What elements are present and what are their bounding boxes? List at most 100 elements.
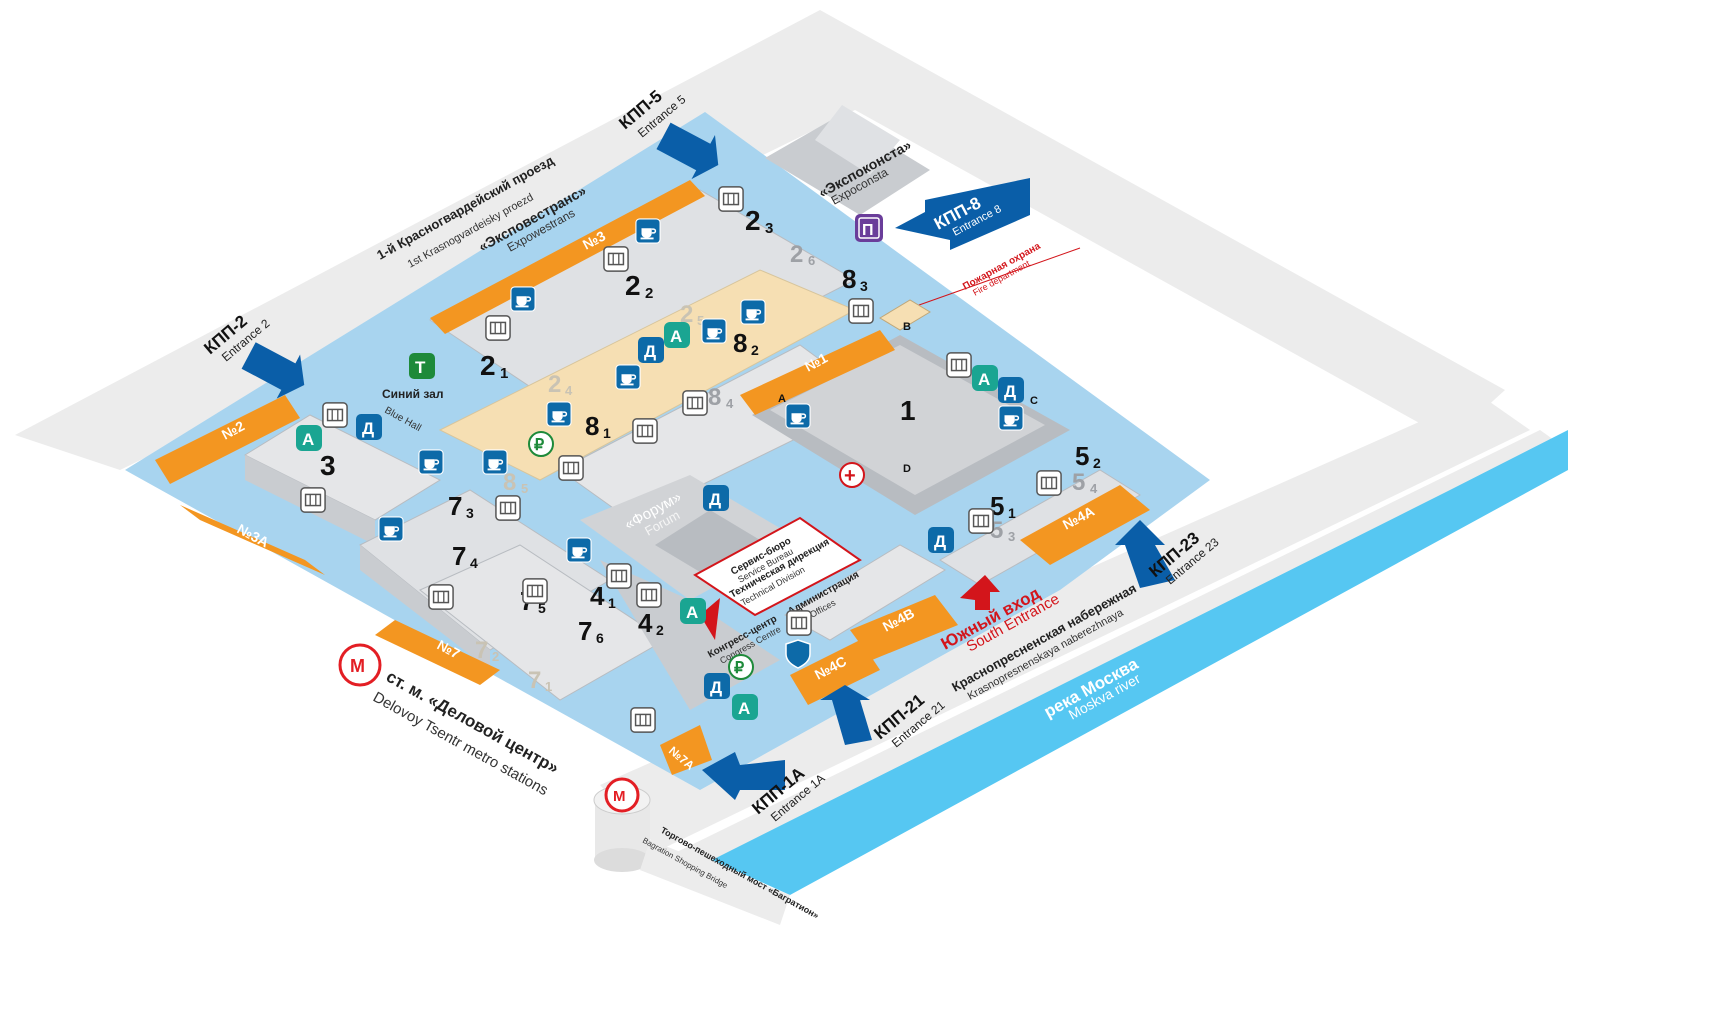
hall-4-2: 4 (638, 608, 653, 638)
hall-1-corner-a: A (778, 393, 786, 405)
service-icons: А А А А А Д Д Д Д Д Д Т П ₽ ₽ + (296, 214, 1024, 720)
hall-2-4: 2 (548, 371, 561, 398)
svg-text:₽: ₽ (734, 660, 744, 677)
blue-hall-label: Синий зал (382, 387, 443, 401)
river (712, 430, 1568, 895)
hall-2-5: 2 (680, 301, 693, 328)
svg-text:Д: Д (644, 342, 656, 361)
wc-icon (1036, 470, 1062, 496)
ruble-icon: ₽ (528, 431, 554, 457)
a-icon: А (296, 425, 322, 451)
hall-3: 3 (320, 450, 336, 481)
hall-8-4: 8 (708, 384, 721, 411)
hall-8-2-sub: 2 (751, 342, 759, 358)
cafe-icon (701, 318, 727, 344)
hall-8-5-sub: 5 (521, 481, 528, 496)
arrow-kpp5 (656, 122, 719, 180)
svg-text:П: П (862, 222, 874, 239)
svg-text:Т: Т (415, 358, 426, 377)
hall-8-1-sub: 1 (603, 425, 611, 441)
t-icon: Т (409, 353, 435, 379)
svg-text:+: + (844, 465, 856, 487)
a-icon: А (680, 598, 706, 624)
svg-text:А: А (738, 699, 750, 718)
gate-arrows (241, 122, 1175, 800)
hall-4-1-sub: 1 (608, 595, 616, 611)
hall-1: 1 (900, 395, 916, 426)
svg-text:Д: Д (709, 490, 721, 509)
hall-2-4-sub: 4 (565, 383, 573, 398)
cafe-icon (740, 299, 766, 325)
wc-icon (300, 487, 326, 513)
metro-icon: M (350, 656, 365, 676)
wc-icon (946, 352, 972, 378)
hall-5-4-sub: 4 (1090, 481, 1098, 496)
hall-5-3-sub: 3 (1008, 529, 1015, 544)
hall-5-2-sub: 2 (1093, 455, 1101, 471)
hall-5-2: 5 (1075, 441, 1089, 471)
p-icon: П (855, 214, 883, 242)
entrance-bars (155, 180, 1150, 775)
hall-7-2-sub: 2 (492, 649, 499, 664)
wc-icon (522, 578, 548, 604)
hall-8-4-sub: 4 (726, 396, 734, 411)
cafe-icon (546, 401, 572, 427)
wc-icon (630, 707, 656, 733)
hall-7-1-sub: 1 (545, 679, 552, 694)
svg-text:₽: ₽ (534, 437, 544, 454)
hall-7-2: 7 (475, 637, 488, 664)
hall-8-3-sub: 3 (860, 278, 868, 294)
wc-icon (718, 186, 744, 212)
svg-text:Д: Д (1004, 382, 1016, 401)
hall-2-6-sub: 6 (808, 253, 815, 268)
hall-2-1: 2 (480, 350, 496, 381)
halls-layer (243, 105, 1141, 710)
cafe-icon (635, 218, 661, 244)
wc-icon (968, 508, 994, 534)
hall-7-3-sub: 3 (466, 505, 474, 521)
d-icon: Д (928, 527, 954, 553)
hall-1-corner-b: B (903, 321, 911, 333)
wc-icon (606, 563, 632, 589)
svg-text:Д: Д (710, 678, 722, 697)
hall-8-3: 8 (842, 264, 856, 294)
hall-2-3-sub: 3 (765, 220, 773, 237)
wc-icon (848, 298, 874, 324)
hall-7-4-sub: 4 (470, 555, 478, 571)
wc-icon (632, 418, 658, 444)
hall-5-4: 5 (1072, 469, 1085, 496)
hall-4-2-sub: 2 (656, 622, 664, 638)
shield-icon (785, 639, 811, 669)
wc-icon (428, 584, 454, 610)
fire-station-pad (879, 299, 931, 331)
hall-8-5: 8 (503, 469, 516, 496)
hall-7-6: 7 (578, 616, 592, 646)
svg-text:А: А (686, 603, 698, 622)
arrow-south-entrance (960, 575, 1000, 610)
wc-icon (322, 402, 348, 428)
hall-8-2: 8 (733, 328, 747, 358)
a-icon: А (972, 365, 998, 391)
wc-icon (786, 610, 812, 636)
hall-7-6-sub: 6 (596, 630, 604, 646)
cafe-icon (482, 449, 508, 475)
svg-text:А: А (302, 430, 314, 449)
d-icon: Д (704, 673, 730, 699)
wc-icon (636, 582, 662, 608)
hall-7-1: 7 (528, 667, 541, 694)
cafe-icon (998, 405, 1024, 431)
wc-icon (603, 246, 629, 272)
hall-7-4: 7 (452, 541, 466, 571)
wc-icon (495, 495, 521, 521)
a-icon: А (664, 322, 690, 348)
cafe-icon (378, 516, 404, 542)
hall-8-1: 8 (585, 411, 599, 441)
svg-text:А: А (670, 327, 682, 346)
metro-icon-2: M (613, 788, 626, 805)
ruble-icon: ₽ (728, 654, 754, 680)
d-icon: Д (703, 485, 729, 511)
hall-2-2: 2 (625, 270, 641, 301)
hall-2-5-sub: 5 (697, 313, 704, 328)
d-icon: Д (356, 414, 382, 440)
